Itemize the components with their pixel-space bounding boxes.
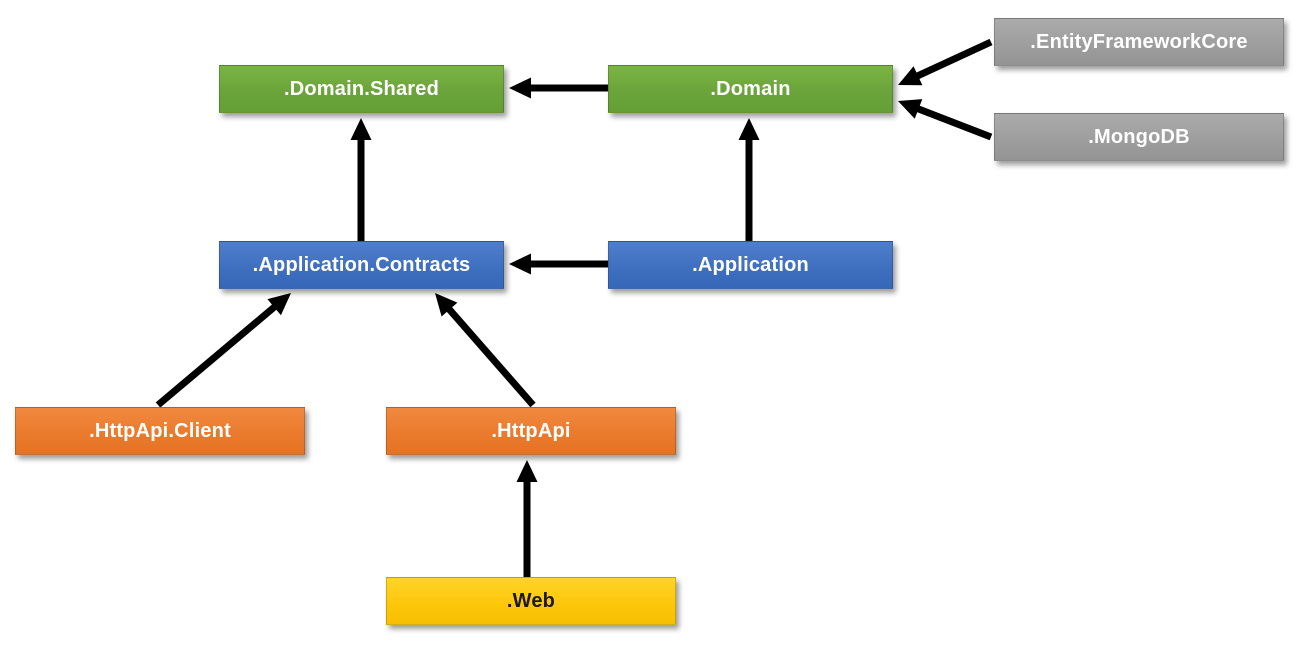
edge-application-to-domain [738, 118, 760, 241]
edge-httpapi-client-to-app-contracts [155, 293, 291, 408]
arrow-shaft [155, 303, 278, 408]
arrow-head [898, 99, 923, 119]
module-box-application-contracts[interactable]: .Application.Contracts [219, 241, 504, 289]
arrow-head [350, 118, 372, 140]
module-box-domain-shared[interactable]: .Domain.Shared [219, 65, 504, 113]
module-box-httpapi[interactable]: .HttpApi [386, 407, 676, 455]
module-label: .EntityFrameworkCore [1030, 31, 1248, 53]
module-box-web[interactable]: .Web [386, 577, 676, 625]
arrow-shaft [445, 305, 536, 408]
module-box-domain[interactable]: .Domain [608, 65, 893, 113]
edge-httpapi-to-app-contracts [435, 293, 536, 408]
arrow-shaft [915, 104, 993, 141]
arrow-head [267, 293, 291, 316]
arrow-head [738, 118, 760, 140]
module-label: .Application.Contracts [252, 254, 471, 276]
arrow-head [509, 77, 531, 99]
arrow-head [898, 66, 923, 86]
arrow-head [509, 253, 531, 275]
module-label: .HttpApi [491, 420, 571, 442]
arrow-shaft [914, 38, 993, 80]
arrow-head [435, 293, 458, 317]
module-box-application[interactable]: .Application [608, 241, 893, 289]
edge-web-to-httpapi [516, 460, 538, 577]
edge-efcore-to-domain [898, 38, 993, 86]
edge-app-contracts-to-domain-shared [350, 118, 372, 241]
arrow-head [516, 460, 538, 482]
edge-domain-to-domain-shared [509, 77, 608, 99]
module-label: .Domain.Shared [283, 78, 440, 100]
edge-mongodb-to-domain [898, 99, 993, 141]
edge-application-to-app-contracts [509, 253, 608, 275]
module-box-entity-framework-core[interactable]: .EntityFrameworkCore [994, 18, 1284, 66]
module-label: .Application [692, 254, 809, 276]
module-label: .Domain [710, 78, 791, 100]
module-label: .HttpApi.Client [89, 420, 231, 442]
module-label: .MongoDB [1088, 126, 1190, 148]
module-box-httpapi-client[interactable]: .HttpApi.Client [15, 407, 305, 455]
module-label: .Web [506, 590, 556, 612]
module-box-mongodb[interactable]: .MongoDB [994, 113, 1284, 161]
